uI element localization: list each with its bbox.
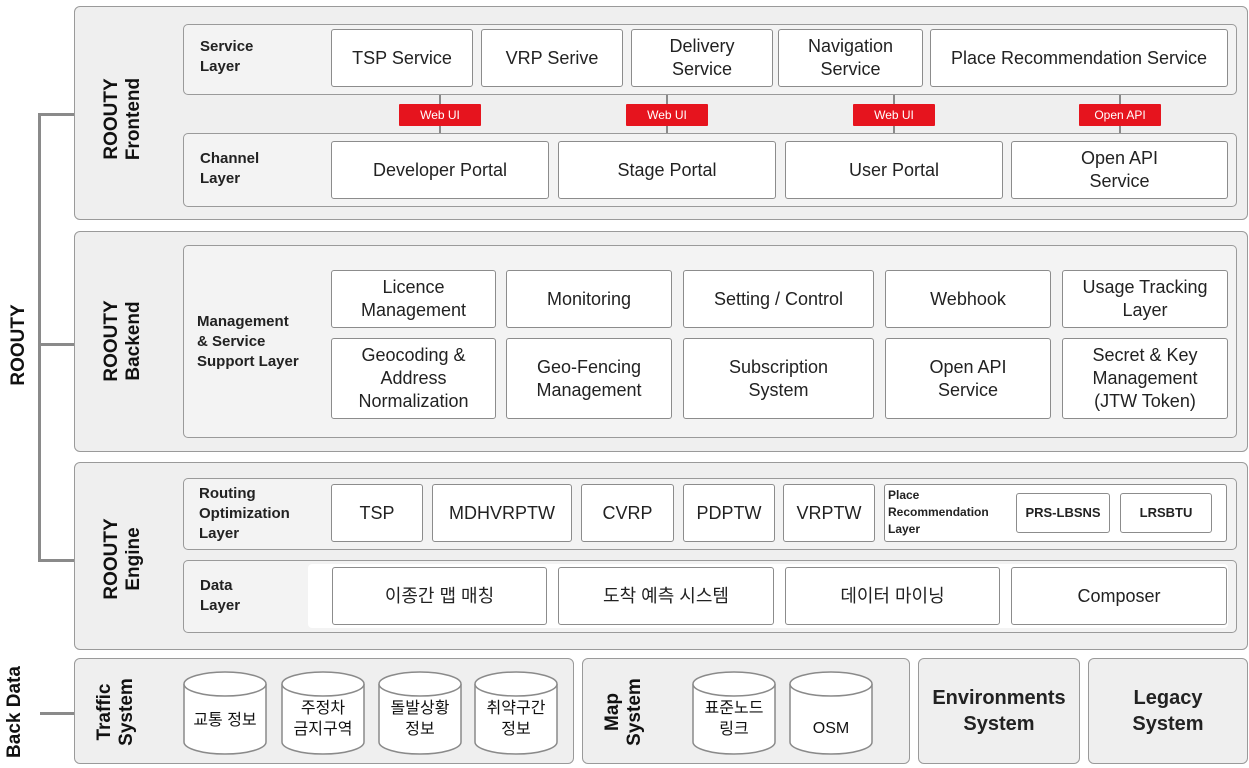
- cylinder-standard-node-link: 표준노드 링크: [691, 670, 777, 756]
- service-layer-label: Service Layer: [200, 38, 254, 75]
- cylinder-no-parking-label: 주정차 금지구역: [293, 700, 353, 738]
- web-ui-badge-2: Web UI: [626, 104, 708, 126]
- frontend-title: ROOUTY Frontend: [101, 77, 144, 161]
- legacy-system-panel: [1088, 658, 1248, 764]
- algo-vrptw: VRPTW: [783, 484, 875, 542]
- channel-developer-portal: Developer Portal: [331, 141, 549, 199]
- backend-secret-key: Secret & Key Management (JTW Token): [1062, 338, 1228, 419]
- backend-geofencing: Geo-Fencing Management: [506, 338, 672, 419]
- backdata-connector: [40, 712, 74, 715]
- algo-tsp: TSP: [331, 484, 423, 542]
- data-mining: 데이터 마이닝: [785, 567, 1000, 625]
- backend-geocoding: Geocoding & Address Normalization: [331, 338, 496, 419]
- backend-licence: Licence Management: [331, 270, 496, 328]
- cylinder-traffic-info: 교통 정보: [182, 670, 268, 756]
- root-bracket-frontend: [38, 113, 74, 116]
- service-vrp: VRP Serive: [481, 29, 623, 87]
- backend-monitoring: Monitoring: [506, 270, 672, 328]
- routing-layer-label: Routing Optimization Layer: [199, 485, 290, 542]
- backend-setting-control: Setting / Control: [683, 270, 874, 328]
- backend-usage-tracking: Usage Tracking Layer: [1062, 270, 1228, 328]
- backend-open-api-service: Open API Service: [885, 338, 1051, 419]
- service-tsp: TSP Service: [331, 29, 473, 87]
- channel-user-portal: User Portal: [785, 141, 1003, 199]
- open-api-badge: Open API: [1079, 104, 1161, 126]
- cylinder-vulnerable-section: 취약구간 정보: [473, 670, 559, 756]
- map-system-title: Map System: [602, 678, 645, 746]
- cylinder-osm: OSM: [788, 670, 874, 756]
- algo-prs-lbsns: PRS-LBSNS: [1016, 493, 1110, 533]
- root-label: ROOUTY: [8, 304, 29, 386]
- backend-subscription: Subscription System: [683, 338, 874, 419]
- cylinder-traffic-info-label: 교통 정보: [193, 712, 257, 729]
- algo-lrsbtu: LRSBTU: [1120, 493, 1212, 533]
- place-layer-label: Place Recommendation Layer: [888, 488, 989, 536]
- management-layer-label: Management & Service Support Layer: [197, 313, 299, 370]
- algo-mdhvrptw: MDHVRPTW: [432, 484, 572, 542]
- data-composer: Composer: [1011, 567, 1227, 625]
- data-map-matching: 이종간 맵 매칭: [332, 567, 547, 625]
- algo-cvrp: CVRP: [581, 484, 674, 542]
- cylinder-standard-node-link-label: 표준노드 링크: [704, 700, 764, 738]
- root-bracket-backend: [38, 343, 74, 346]
- cylinder-incident-info: 돌발상황 정보: [377, 670, 463, 756]
- service-delivery: Delivery Service: [631, 29, 773, 87]
- backend-webhook: Webhook: [885, 270, 1051, 328]
- service-place-recommendation: Place Recommendation Service: [930, 29, 1228, 87]
- engine-title: ROOUTY Engine: [101, 518, 144, 600]
- root-bracket-engine: [38, 559, 74, 562]
- web-ui-badge-1: Web UI: [399, 104, 481, 126]
- cylinder-osm-label: OSM: [812, 720, 850, 737]
- data-arrival-prediction: 도착 예측 시스템: [558, 567, 774, 625]
- channel-open-api-service: Open API Service: [1011, 141, 1228, 199]
- algo-pdptw: PDPTW: [683, 484, 775, 542]
- web-ui-badge-3: Web UI: [853, 104, 935, 126]
- channel-layer-label: Channel Layer: [200, 150, 260, 187]
- traffic-system-title: Traffic System: [94, 678, 137, 746]
- environments-system-panel: [918, 658, 1080, 764]
- legacy-system-title: Legacy System: [1132, 687, 1204, 735]
- root-bracket-vertical: [38, 113, 41, 562]
- back-data-label: Back Data: [4, 666, 25, 758]
- backend-title: ROOUTY Backend: [101, 300, 144, 382]
- channel-stage-portal: Stage Portal: [558, 141, 776, 199]
- environments-system-title: Environments System: [932, 687, 1066, 735]
- data-layer-label: Data Layer: [200, 577, 241, 614]
- cylinder-no-parking: 주정차 금지구역: [280, 670, 366, 756]
- service-navigation: Navigation Service: [778, 29, 923, 87]
- cylinder-vulnerable-section-label: 취약구간 정보: [486, 700, 546, 738]
- cylinder-incident-info-label: 돌발상황 정보: [390, 700, 450, 738]
